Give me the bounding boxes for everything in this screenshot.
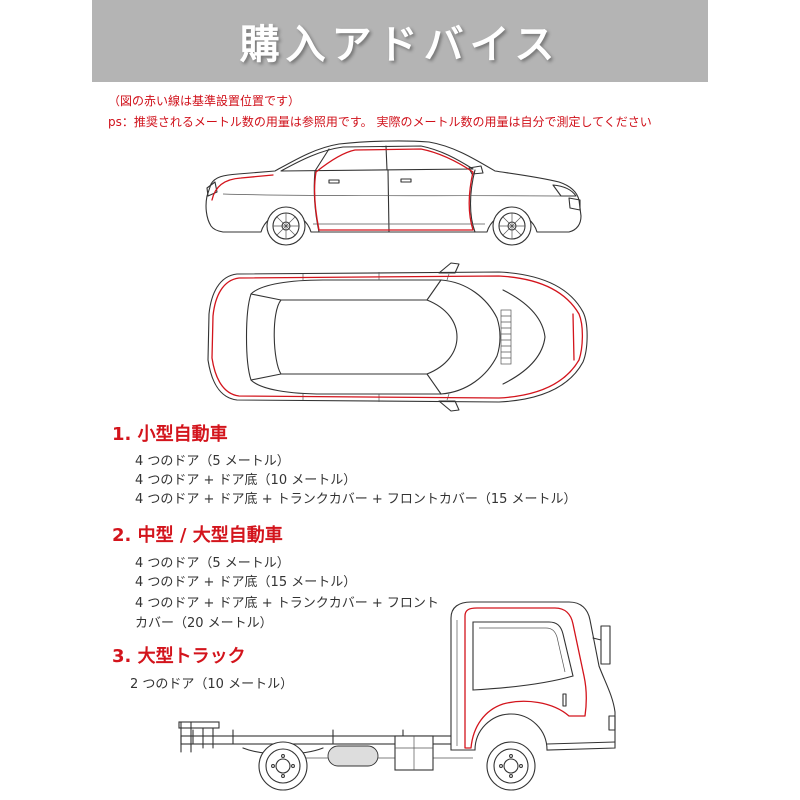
section-title-large-truck: 3. 大型トラック	[112, 646, 246, 667]
truck-headlight	[608, 715, 616, 731]
sedan-top-mirror-right	[438, 400, 460, 412]
sedan-grille	[568, 197, 581, 211]
sedan-top-roof	[273, 299, 458, 375]
sedan-top-door-lines	[302, 272, 450, 402]
truck-fuel-tank	[327, 745, 379, 767]
sedan-door-divider	[387, 169, 390, 233]
sedan-side-view-icon	[205, 140, 582, 246]
truck-battery-box-detail	[395, 736, 433, 770]
truck-front-wheel	[486, 741, 536, 791]
sedan-top-cowl-vent	[500, 309, 512, 365]
list-item: 2 つのドア（10 メートル）	[130, 677, 294, 692]
sedan-character-line	[222, 193, 564, 197]
sedan-headlight	[552, 184, 577, 197]
truck-cab-window	[472, 621, 574, 691]
red-install-line-top-outline	[211, 275, 584, 399]
truck-side-view-icon	[178, 601, 616, 791]
header-banner: 購入アドバイス	[92, 0, 708, 82]
truck-mirror	[592, 625, 611, 665]
truck-window-inner	[479, 627, 566, 673]
red-install-line-hood-front	[572, 313, 575, 361]
red-install-line-truck-door	[464, 607, 588, 749]
truck-door-handle	[562, 693, 567, 707]
sedan-rear-wheel	[266, 206, 306, 246]
note-reference-usage: ps：推奨されるメートル数の用量は参照用です。 実際のメートル数の用量は自分で測…	[108, 115, 652, 129]
truck-rear-wheel	[258, 741, 308, 791]
sedan-side-windows	[280, 145, 474, 172]
page-title: 購入アドバイス	[239, 22, 561, 68]
list-item: 4 つのドア（5 メートル）	[135, 556, 290, 571]
sedan-top-greenhouse	[245, 279, 501, 395]
sedan-top-hood	[502, 289, 546, 385]
sedan-c-pillar	[314, 148, 330, 172]
section-title-mid-large-car: 2. 中型 / 大型自動車	[112, 525, 283, 546]
note-red-line: （図の赤い線は基準設置位置です）	[108, 94, 301, 108]
sedan-top-body-outline	[207, 271, 588, 403]
list-item: 4 つのドア（5 メートル）	[135, 454, 290, 469]
sedan-top-pillars	[250, 279, 442, 395]
list-item: 4 つのドア + ドア底（15 メートル）	[135, 575, 357, 590]
list-item: 4 つのドア + ドア底（10 メートル）	[135, 473, 357, 488]
sedan-front-door-handle	[400, 178, 412, 183]
red-install-line-trunk	[211, 174, 274, 201]
sedan-front-door-edge	[469, 169, 476, 233]
section-title-small-car: 1. 小型自動車	[112, 424, 228, 445]
sedan-mirror	[468, 165, 484, 175]
sedan-taillight	[206, 181, 218, 197]
red-install-line-doors	[313, 148, 474, 231]
sedan-front-wheel	[492, 206, 532, 246]
truck-front-bumper	[546, 741, 616, 745]
list-item: カバー（20 メートル）	[135, 616, 273, 631]
sedan-top-view-icon	[207, 262, 588, 412]
list-item: 4 つのドア + ドア底 + トランクカバー + フロント	[135, 596, 439, 611]
list-item: 4 つのドア + ドア底 + トランクカバー + フロントカバー（15 メートル…	[135, 492, 577, 507]
sedan-top-mirror-left	[438, 262, 460, 274]
sedan-rear-door-handle	[328, 179, 340, 184]
